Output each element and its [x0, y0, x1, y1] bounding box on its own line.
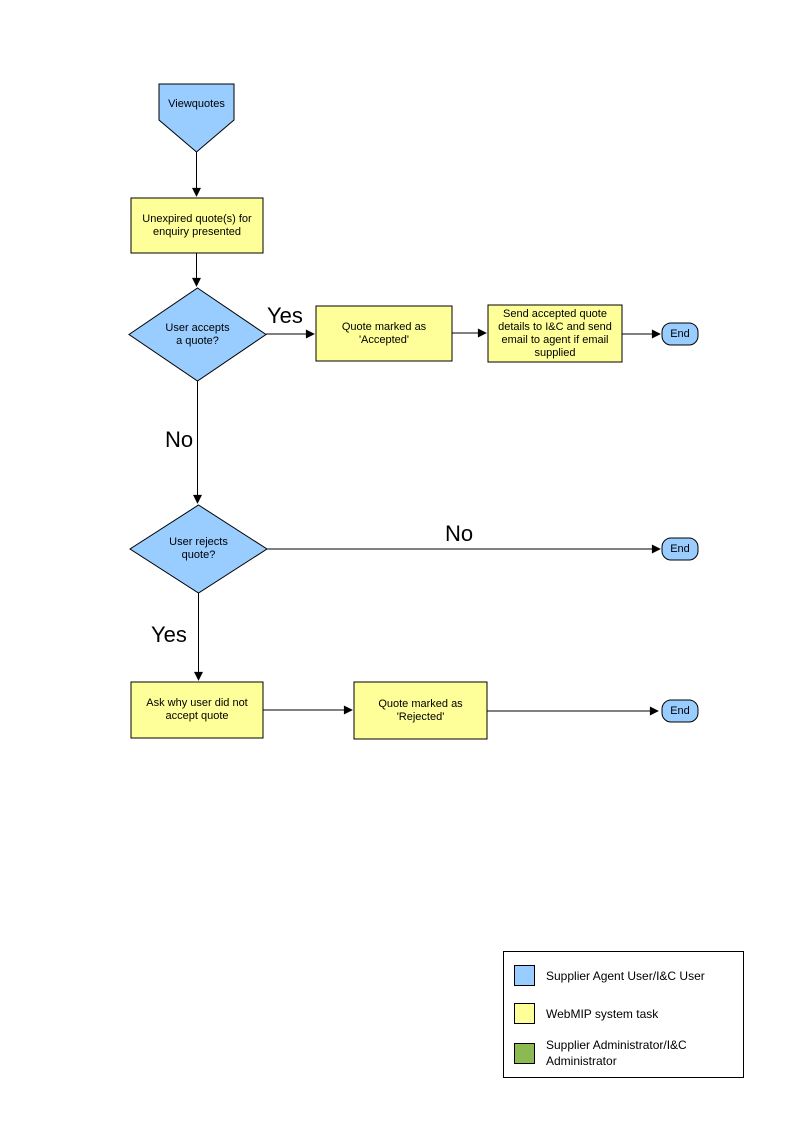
presented-box-shape [130, 197, 264, 254]
legend-label-supplier-agent: Supplier Agent User/I&C User [546, 968, 705, 983]
accepted-box-shape [315, 305, 453, 362]
legend-label-supplier-admin: Supplier Administrator/I&C Administrator [546, 1038, 687, 1068]
actor-blue-swatch [514, 965, 535, 986]
accepts-diamond-shape [128, 287, 267, 382]
end-no-action-shape [661, 537, 699, 561]
rejects-diamond-shape [129, 504, 268, 594]
ask-why-box-shape [130, 681, 264, 739]
legend-label-webmip-task: WebMIP system task [546, 1006, 659, 1021]
end-rejected-shape [661, 699, 699, 723]
legend-row-supplier-admin: Supplier Administrator/I&C Administrator [514, 1037, 734, 1069]
rejected-box-shape [353, 681, 488, 740]
legend-row-webmip-task: WebMIP system task [514, 1003, 734, 1024]
legend-box: Supplier Agent User/I&C User WebMIP syst… [503, 951, 744, 1078]
admin-green-swatch [514, 1042, 535, 1064]
send-details-box-shape [487, 304, 623, 363]
task-yellow-swatch [514, 1003, 535, 1024]
end-accepted-shape [661, 322, 699, 346]
start-pentagon-shape [158, 83, 235, 153]
legend-row-supplier-agent: Supplier Agent User/I&C User [514, 965, 734, 986]
